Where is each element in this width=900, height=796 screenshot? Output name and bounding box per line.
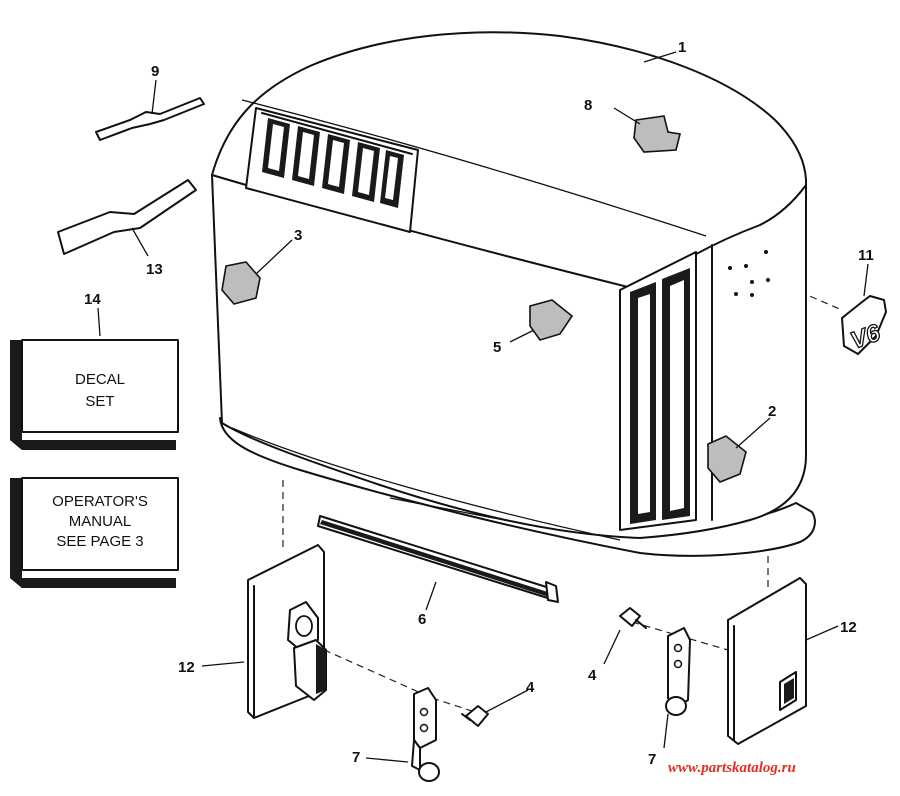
callout-13: 13 <box>146 261 163 278</box>
callout-14: 14 <box>84 291 101 308</box>
v6-badge-11: V6 <box>841 295 887 355</box>
callout-1: 1 <box>678 39 686 56</box>
decal-set-line2: SET <box>85 393 114 410</box>
callout-12-left: 12 <box>178 659 195 676</box>
latch-7-left <box>411 687 440 782</box>
screw-4-right <box>619 607 647 629</box>
callout-7-right: 7 <box>648 751 656 768</box>
decal-set-box: DECAL SET <box>10 339 179 450</box>
decal-8 <box>633 115 681 153</box>
callout-7-left: 7 <box>352 749 360 766</box>
manual-line3: SEE PAGE 3 <box>56 533 143 550</box>
callout-9: 9 <box>151 63 159 80</box>
callout-5: 5 <box>493 339 501 356</box>
manual-line1: OPERATOR'S <box>52 493 148 510</box>
air-intake-grille <box>245 107 419 233</box>
leader-lines <box>97 51 869 763</box>
callout-labels: 1 8 9 13 14 3 5 2 11 6 12 12 4 4 7 7 <box>84 39 874 768</box>
watermark: www.partskatalog.ru <box>668 760 796 776</box>
callout-11: 11 <box>858 247 874 264</box>
operators-manual-box: OPERATOR'S MANUAL SEE PAGE 3 <box>10 477 179 588</box>
side-plate-12-left <box>247 544 327 719</box>
side-vents <box>619 251 697 531</box>
callout-3: 3 <box>294 227 302 244</box>
decal-5 <box>529 299 574 341</box>
manual-line2: MANUAL <box>69 513 132 530</box>
callout-4-right: 4 <box>588 667 597 684</box>
callout-4-left: 4 <box>526 679 535 696</box>
callout-2: 2 <box>768 403 776 420</box>
badge-mounting-holes <box>728 250 770 297</box>
seal-strip-6 <box>317 515 559 603</box>
latch-7-right <box>665 627 691 716</box>
callout-12-right: 12 <box>840 619 857 636</box>
side-plate-12-right <box>727 577 807 745</box>
strip-9 <box>95 97 205 141</box>
callout-6: 6 <box>418 611 426 628</box>
decal-set-line1: DECAL <box>75 371 125 388</box>
decal-3 <box>221 261 261 305</box>
callout-8: 8 <box>584 97 592 114</box>
screw-4-left <box>461 705 489 727</box>
pad-13 <box>57 179 197 255</box>
